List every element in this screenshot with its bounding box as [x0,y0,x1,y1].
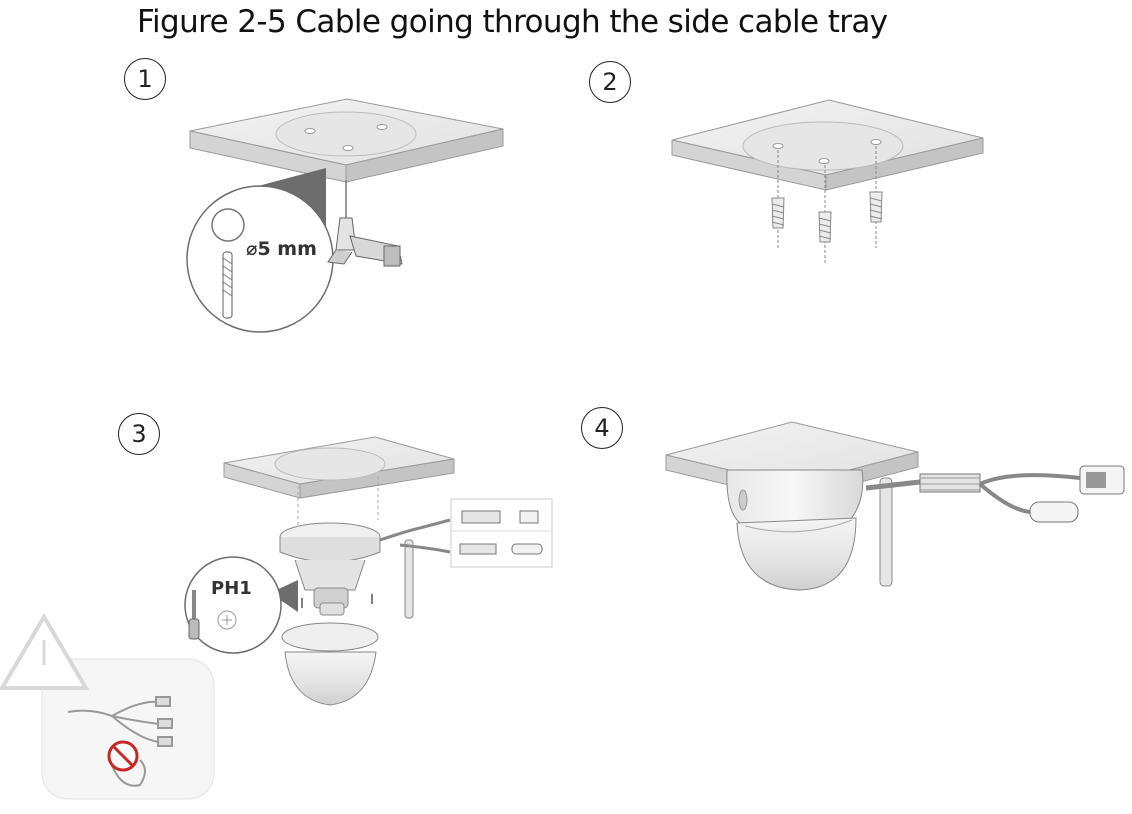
cable-tail [866,466,1124,522]
phillips-screw-icon [218,611,236,629]
warning-triangle-icon [2,617,86,688]
screwdriver-magnifier [185,557,281,653]
screwdriver-size-label: PH1 [211,578,252,599]
ceiling-plate [190,99,503,182]
step-4-illustration [666,422,1124,590]
power-drill-icon [328,180,402,266]
ceiling-plate [672,100,983,190]
warning-panel [2,617,214,799]
prohibited-icon [109,742,137,770]
ceiling-plate [224,437,454,498]
cable-connector-detail [451,499,552,567]
hole-circle [212,209,244,241]
dome-camera [727,470,863,590]
step-3-illustration [185,437,552,705]
drill-bit-icon [223,252,232,318]
dc-power-connector-icon [1030,502,1078,522]
step-2-illustration [672,100,983,265]
antenna [405,540,413,618]
step-1-illustration [187,99,503,332]
antenna [880,478,892,586]
drill-size-label: ⌀5 mm [246,238,317,260]
